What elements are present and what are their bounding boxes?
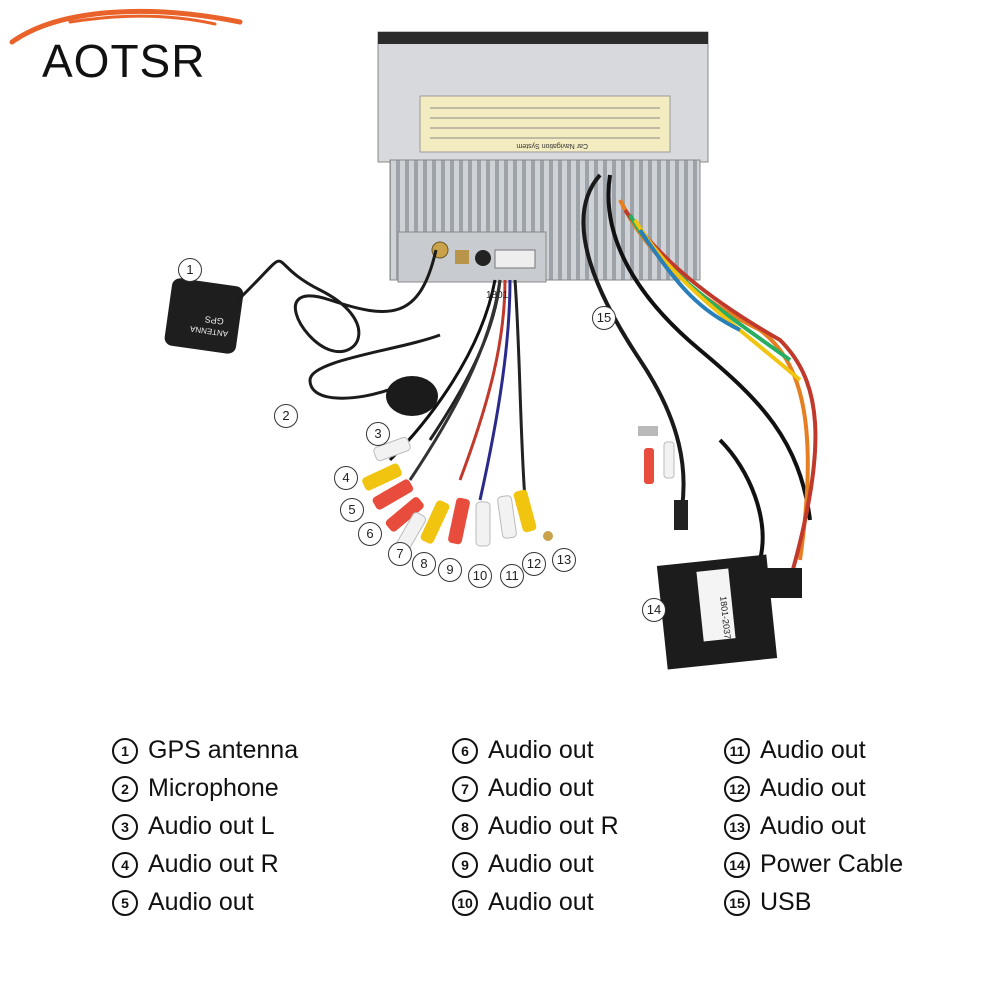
- callout-15: 15: [592, 306, 616, 330]
- legend-item-8: 8 Audio out R: [452, 812, 619, 841]
- legend-item-1: 1 GPS antenna: [112, 736, 298, 765]
- legend-item-4: 4 Audio out R: [112, 850, 279, 879]
- usb-connector: [674, 500, 688, 530]
- legend-item-13: 13 Audio out: [724, 812, 866, 841]
- legend-item-15: 15 USB: [724, 888, 811, 917]
- legend-item-14: 14 Power Cable: [724, 850, 903, 879]
- legend-text: Audio out R: [488, 812, 619, 840]
- legend-item-9: 9 Audio out: [452, 850, 594, 879]
- legend-number: 1: [112, 737, 138, 764]
- brand-logo: AOTSR: [0, 0, 260, 100]
- legend-text: USB: [760, 888, 812, 916]
- legend-number: 3: [112, 813, 138, 840]
- legend-number: 9: [452, 851, 478, 878]
- legend-number: 13: [724, 813, 750, 840]
- legend-text: Audio out R: [148, 850, 279, 878]
- callout-1: 1: [178, 258, 202, 282]
- harness-label: 1801: [486, 290, 509, 301]
- legend-item-12: 12 Audio out: [724, 774, 866, 803]
- callout-9: 9: [438, 558, 462, 582]
- chassis-label: Car Navigation System: [516, 142, 588, 149]
- legend-number: 14: [724, 851, 750, 878]
- legend-text: Audio out: [148, 888, 254, 916]
- callout-14: 14: [642, 598, 666, 622]
- head-unit: Car Navigation System: [377, 31, 709, 283]
- legend-item-3: 3 Audio out L: [112, 812, 275, 841]
- legend-number: 15: [724, 889, 750, 916]
- callout-7: 7: [388, 542, 412, 566]
- callout-5: 5: [340, 498, 364, 522]
- legend-text: Audio out L: [148, 812, 275, 840]
- callout-3: 3: [366, 422, 390, 446]
- microphone: [308, 333, 441, 416]
- gps-antenna: GPS ANTENNA: [164, 249, 438, 354]
- legend-item-2: 2 Microphone: [112, 774, 279, 803]
- brand-name: AOTSR: [42, 35, 206, 87]
- legend-item-6: 6 Audio out: [452, 736, 594, 765]
- legend-number: 12: [724, 775, 750, 802]
- legend-number: 4: [112, 851, 138, 878]
- callout-2: 2: [274, 404, 298, 428]
- legend-text: Audio out: [760, 736, 866, 764]
- legend-text: Audio out: [488, 888, 594, 916]
- callout-10: 10: [468, 564, 492, 588]
- legend-number: 11: [724, 737, 750, 764]
- legend-text: Power Cable: [760, 850, 904, 878]
- callout-6: 6: [358, 522, 382, 546]
- callout-4: 4: [334, 466, 358, 490]
- legend-item-7: 7 Audio out: [452, 774, 594, 803]
- callout-11: 11: [500, 564, 524, 588]
- legend-item-5: 5 Audio out: [112, 888, 254, 917]
- legend-number: 7: [452, 775, 478, 802]
- legend-text: Audio out: [760, 812, 866, 840]
- legend-item-10: 10 Audio out: [452, 888, 594, 917]
- legend-number: 5: [112, 889, 138, 916]
- legend-number: 10: [452, 889, 478, 916]
- legend-text: Microphone: [148, 774, 279, 802]
- power-plug-label: 1801-2037: [718, 596, 732, 640]
- legend-number: 8: [452, 813, 478, 840]
- rca-plugs: [362, 436, 553, 552]
- legend-text: Audio out: [488, 736, 594, 764]
- logo-swoosh-icon: [9, 8, 243, 45]
- callout-8: 8: [412, 552, 436, 576]
- gps-label-1: GPS: [204, 314, 224, 327]
- legend-text: Audio out: [760, 774, 866, 802]
- legend-text: GPS antenna: [148, 736, 299, 764]
- legend-number: 2: [112, 775, 138, 802]
- callout-12: 12: [522, 552, 546, 576]
- legend-text: Audio out: [488, 774, 594, 802]
- legend-text: Audio out: [488, 850, 594, 878]
- power-plug: 1801-2037: [656, 554, 802, 670]
- callout-13: 13: [552, 548, 576, 572]
- legend-number: 6: [452, 737, 478, 764]
- legend-item-11: 11 Audio out: [724, 736, 866, 765]
- product-photo: Car Navigation System GPS ANTENNA: [164, 31, 818, 670]
